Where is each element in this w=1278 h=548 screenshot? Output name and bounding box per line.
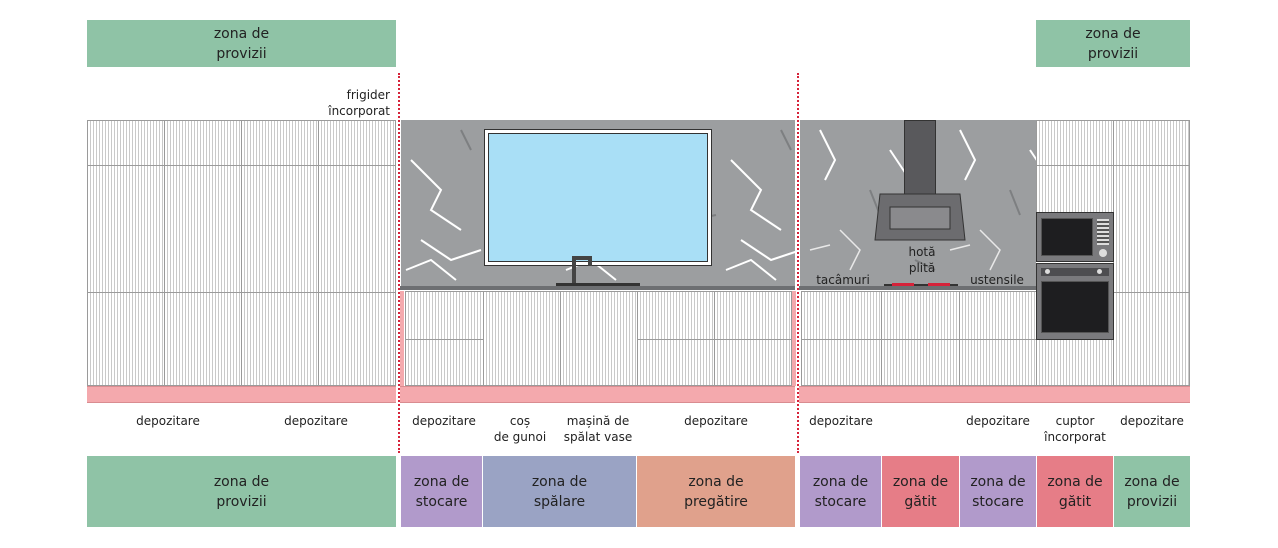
tall-cabinet bbox=[318, 120, 396, 166]
plinth-left bbox=[87, 386, 396, 403]
base-cabinet-storage bbox=[714, 339, 792, 386]
tall-cabinet bbox=[1036, 339, 1114, 386]
tall-cabinet bbox=[241, 292, 319, 386]
tall-cabinet bbox=[87, 165, 165, 293]
cabinet-label: depozitare bbox=[809, 414, 873, 428]
base-cabinet-dishwasher bbox=[560, 291, 638, 386]
tall-cabinet bbox=[241, 120, 319, 166]
cabinet-label: coș de gunoi bbox=[493, 414, 547, 444]
base-cabinet-storage bbox=[405, 291, 484, 340]
base-cabinet-cooking bbox=[881, 339, 960, 386]
cabinet-label: depozitare bbox=[412, 414, 476, 428]
bottom-zone-pregatire: zona de pregătire bbox=[637, 456, 795, 527]
bottom-zone-gatit: zona de gătit bbox=[882, 456, 959, 527]
tall-cabinet bbox=[318, 292, 396, 386]
cutlery-label: tacâmuri bbox=[816, 273, 870, 287]
hood-chimney-icon bbox=[904, 120, 936, 195]
tall-cabinet bbox=[1113, 292, 1190, 386]
tall-cabinets-left bbox=[87, 120, 396, 386]
sink-icon bbox=[556, 283, 640, 287]
bottom-zone-stocare: zona de stocare bbox=[960, 456, 1036, 527]
cabinet-label: depozitare bbox=[136, 414, 200, 428]
base-cabinet-storage bbox=[801, 339, 882, 386]
top-zone-provizii-left: zona de provizii bbox=[87, 20, 396, 67]
base-cabinet-storage bbox=[405, 339, 484, 386]
tall-cabinet bbox=[1036, 120, 1114, 166]
divider-line-left bbox=[398, 73, 400, 453]
cabinet-label: depozitare bbox=[684, 414, 748, 428]
cabinet-label: depozitare bbox=[966, 414, 1030, 428]
tall-cabinet bbox=[87, 120, 165, 166]
tall-cabinet bbox=[241, 165, 319, 293]
divider-line-right bbox=[797, 73, 799, 453]
tall-cabinet bbox=[1113, 165, 1190, 293]
oven-icon bbox=[1036, 263, 1114, 340]
window-glass bbox=[488, 133, 708, 262]
base-cabinet-storage bbox=[801, 291, 882, 340]
base-cabinet-storage bbox=[959, 339, 1037, 386]
tall-cabinet bbox=[87, 292, 165, 386]
bottom-zone-stocare: zona de stocare bbox=[800, 456, 881, 527]
bottom-zone-spalare: zona de spălare bbox=[483, 456, 636, 527]
hood-icon bbox=[874, 193, 966, 241]
base-cabinet-cooking bbox=[881, 291, 960, 340]
hob-burner-icon bbox=[928, 283, 950, 286]
cabinet-label: mașină de spălat vase bbox=[563, 414, 633, 444]
bottom-zone-provizii: zona de provizii bbox=[87, 456, 396, 527]
bottom-zone-stocare: zona de stocare bbox=[401, 456, 482, 527]
pink-end-panel bbox=[400, 291, 404, 386]
hob-burner-icon bbox=[892, 283, 914, 286]
base-cabinet-storage bbox=[959, 291, 1037, 340]
base-cabinet-storage bbox=[637, 291, 715, 340]
tall-cabinet bbox=[164, 120, 242, 166]
hob-label: plită bbox=[908, 261, 936, 275]
plinth-sink bbox=[400, 386, 795, 403]
tall-cabinet bbox=[1113, 120, 1190, 166]
bottom-zone-provizii: zona de provizii bbox=[1114, 456, 1190, 527]
top-zone-provizii-right: zona de provizii bbox=[1036, 20, 1190, 67]
cabinet-label: cuptor încorporat bbox=[1044, 414, 1106, 444]
plinth-cooking bbox=[799, 386, 1190, 403]
base-cabinet-bin bbox=[483, 291, 561, 386]
base-cabinet-storage bbox=[714, 291, 792, 340]
cabinet-label: depozitare bbox=[1120, 414, 1184, 428]
faucet-icon bbox=[572, 256, 592, 286]
base-cabinet-storage bbox=[637, 339, 715, 386]
tall-cabinet bbox=[164, 292, 242, 386]
microwave-icon bbox=[1036, 212, 1114, 262]
tall-cabinet bbox=[1036, 165, 1114, 213]
pink-end-panel bbox=[792, 291, 796, 386]
utensils-label: ustensile bbox=[970, 273, 1024, 287]
countertop-cooking bbox=[799, 286, 1036, 290]
fridge-label: frigider încorporat bbox=[328, 88, 390, 118]
tall-cabinet bbox=[318, 165, 396, 293]
bottom-zone-gatit: zona de gătit bbox=[1037, 456, 1113, 527]
hood-label: hotă bbox=[908, 245, 936, 259]
tall-cabinet bbox=[164, 165, 242, 293]
cabinet-label: depozitare bbox=[284, 414, 348, 428]
countertop-sink bbox=[400, 286, 795, 290]
